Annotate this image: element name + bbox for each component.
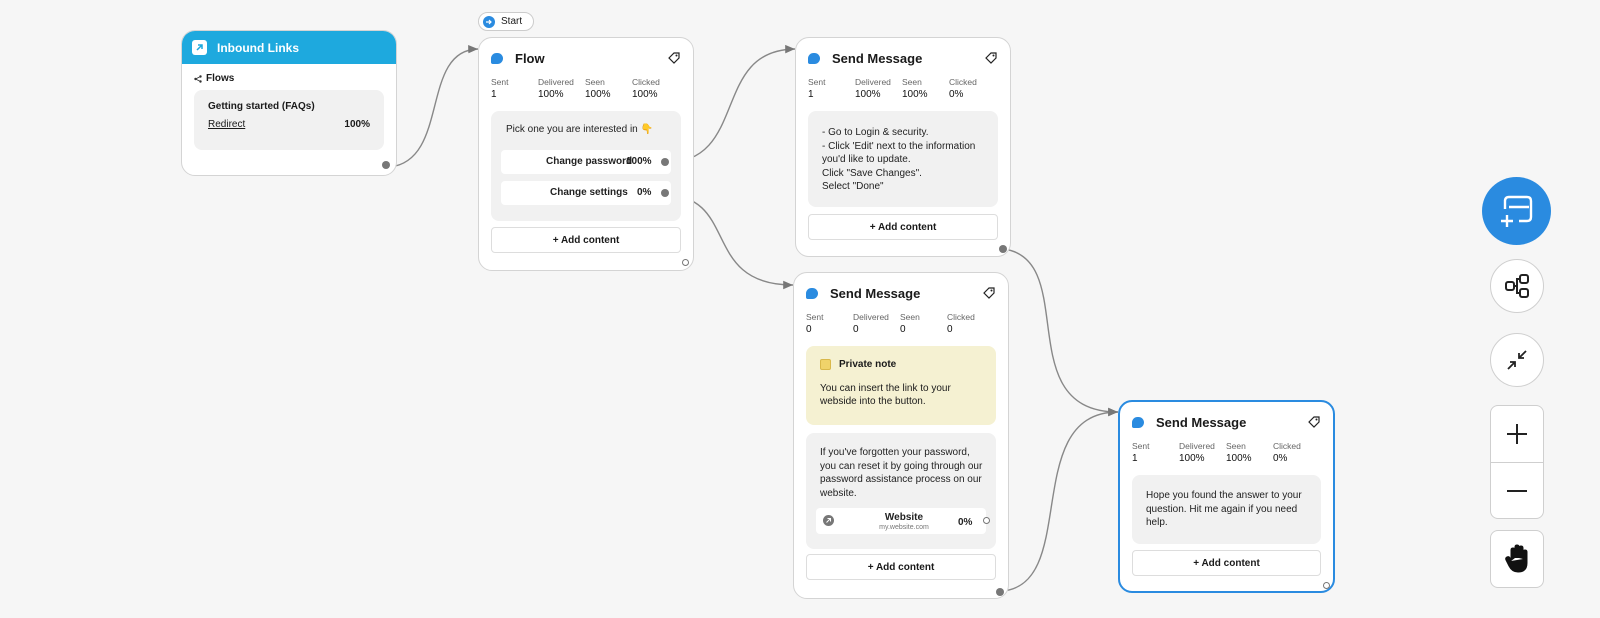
website-button-percent: 0%	[958, 517, 973, 528]
chat-bubble-icon	[491, 52, 503, 64]
msg2-text-box[interactable]: If you've forgotten your password, you c…	[806, 433, 996, 549]
website-button-url: my.website.com	[879, 524, 929, 531]
msg2-add-content-button[interactable]: + Add content	[806, 554, 996, 580]
inbound-output-port[interactable]	[382, 161, 390, 169]
collapse-button[interactable]	[1490, 333, 1544, 387]
inbound-links-node[interactable]: Inbound Links Flows Getting started (FAQ…	[181, 30, 397, 176]
msg3-header: Send Message	[1120, 402, 1333, 442]
inbound-links-header: Inbound Links	[182, 31, 396, 64]
flow-add-content-button[interactable]: + Add content	[491, 227, 681, 253]
zoom-in-button[interactable]	[1491, 406, 1543, 463]
private-note-box[interactable]: Private note You can insert the link to …	[806, 346, 996, 425]
flows-section-label: Flows	[182, 64, 396, 84]
msg1-add-content-button[interactable]: + Add content	[808, 214, 998, 240]
msg3-add-content-button[interactable]: + Add content	[1132, 550, 1321, 576]
flow-node-header: Flow	[479, 38, 693, 78]
website-button-label: Website	[884, 512, 924, 523]
flow-entry-card[interactable]: Getting started (FAQs) Redirect 100%	[194, 90, 384, 150]
auto-layout-icon	[1505, 274, 1529, 298]
plus-icon	[1507, 424, 1527, 444]
change-settings-port[interactable]	[661, 188, 669, 197]
tag-icon[interactable]	[1307, 415, 1321, 429]
add-node-icon	[1500, 195, 1532, 227]
msg1-output-port[interactable]	[999, 245, 1007, 253]
external-link-icon	[192, 40, 207, 55]
wire-msg1-to-msg3	[1003, 248, 1119, 417]
tag-icon[interactable]	[667, 51, 681, 65]
share-icon	[194, 74, 202, 83]
msg3-output-port[interactable]	[1323, 582, 1330, 589]
redirect-link[interactable]: Redirect	[208, 119, 246, 130]
change-password-button[interactable]: Change password 100%	[501, 149, 671, 174]
minus-icon	[1507, 490, 1527, 492]
flow-output-port[interactable]	[682, 259, 689, 266]
hand-icon	[1505, 544, 1528, 573]
msg3-title: Send Message	[1156, 414, 1247, 430]
change-settings-button[interactable]: Change settings 0%	[501, 180, 671, 205]
chat-bubble-icon	[1132, 416, 1144, 428]
flow-node-title: Flow	[515, 50, 545, 66]
pan-button[interactable]	[1490, 530, 1544, 588]
wire-inbound-to-flow	[389, 44, 479, 168]
add-node-button[interactable]	[1482, 177, 1551, 245]
start-arrow-icon	[483, 15, 495, 28]
wire-msg2-to-msg3	[1001, 407, 1119, 592]
flow-prompt: Pick one you are interested in 👇	[506, 124, 653, 135]
private-note-title: Private note	[839, 359, 897, 370]
tag-icon[interactable]	[984, 51, 998, 65]
auto-layout-button[interactable]	[1490, 259, 1544, 313]
msg3-text-box[interactable]: Hope you found the answer to your questi…	[1132, 475, 1321, 544]
msg1-header: Send Message	[796, 38, 1010, 78]
tag-icon[interactable]	[982, 286, 996, 300]
website-button-port[interactable]	[983, 517, 990, 524]
flow-question-box[interactable]: Pick one you are interested in 👇 Change …	[491, 111, 681, 221]
zoom-out-button[interactable]	[1491, 463, 1543, 519]
start-chip[interactable]: Start	[478, 12, 534, 31]
msg2-header: Send Message	[794, 273, 1008, 313]
website-button[interactable]: Website my.website.com 0%	[816, 508, 990, 534]
msg1-text-box[interactable]: - Go to Login & security. - Click 'Edit'…	[808, 111, 998, 207]
msg1-title: Send Message	[832, 50, 923, 66]
change-password-port[interactable]	[661, 157, 669, 166]
msg2-title: Send Message	[830, 285, 921, 301]
start-label: Start	[501, 16, 523, 27]
msg2-output-port[interactable]	[996, 588, 1004, 596]
zoom-controls	[1490, 405, 1544, 519]
note-icon	[820, 359, 831, 371]
collapse-icon	[1507, 350, 1527, 370]
redirect-percent: 100%	[344, 119, 370, 130]
flow-entry-title: Getting started (FAQs)	[208, 101, 315, 112]
chat-bubble-icon	[806, 287, 818, 299]
external-link-icon	[823, 515, 834, 526]
inbound-links-title: Inbound Links	[217, 40, 299, 55]
chat-bubble-icon	[808, 52, 820, 64]
